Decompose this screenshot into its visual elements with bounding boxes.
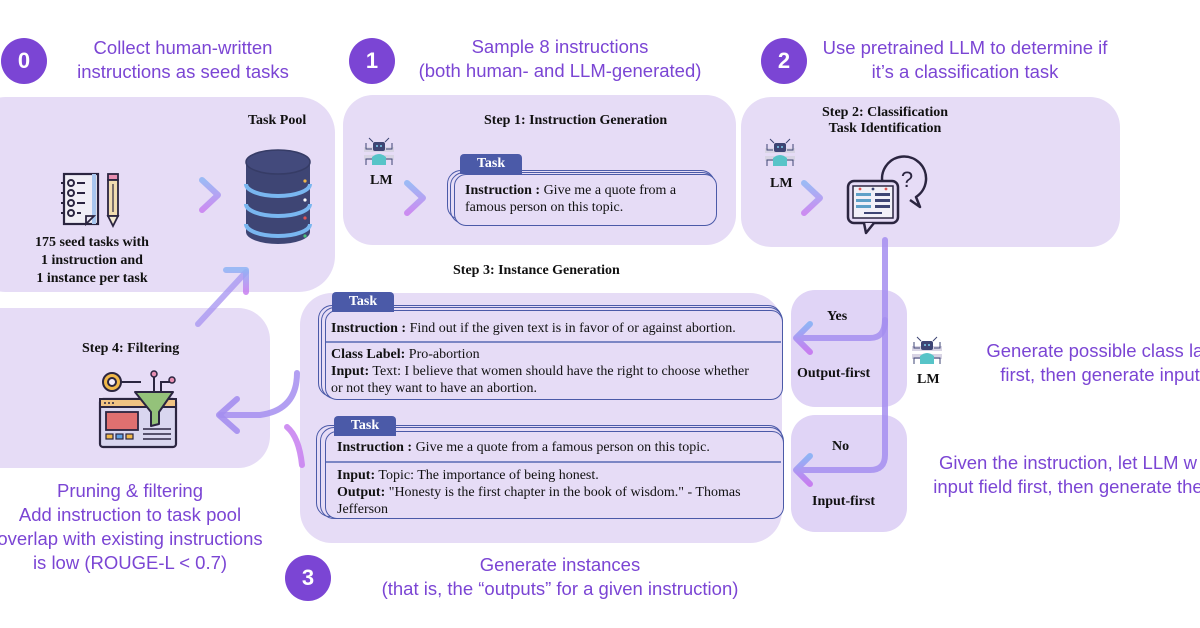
no-branch-caption: Given the instruction, let LLM w input f…	[918, 451, 1200, 499]
input-label: Input:	[337, 468, 376, 483]
instruction-text: Give me a quote from a famous person on …	[415, 440, 710, 455]
step-2-panel	[741, 97, 1120, 247]
arrow-step1-to-step2	[743, 180, 823, 216]
arrow-pool-to-step1	[346, 180, 426, 216]
step-2-title-line-1: Step 2: Classification	[822, 105, 948, 120]
card-a-task-tab: Task	[332, 292, 394, 312]
arrow-instances-to-filter	[216, 370, 305, 468]
yes-caption-line-1: Generate possible class lab	[986, 340, 1200, 361]
seed-tasks-line-2: 1 instruction and	[41, 253, 143, 268]
step-4-caption-line-2: Add instruction to task pool	[18, 504, 242, 525]
class-label-label: Class Label:	[331, 347, 406, 362]
no-caption-line-1: Given the instruction, let LLM w	[938, 452, 1198, 473]
step-1-caption: Sample 8 instructions (both human- and L…	[395, 35, 725, 83]
step-4-caption-line-3: overlap with existing instructions	[0, 528, 263, 549]
step-4-caption: Pruning & filtering Add instruction to t…	[0, 479, 300, 575]
step-2-title-line-2: Task Identification	[828, 121, 942, 136]
step-0-caption: Collect human-written instructions as se…	[58, 36, 308, 84]
card-a-body: Class Label: Pro-abortion Input: Text: I…	[331, 346, 781, 397]
card-b-instruction: Instruction : Give me a quote from a fam…	[337, 439, 777, 456]
instruction-text-line-1: Give me a quote from a	[543, 183, 677, 198]
step-4-caption-line-1: Pruning & filtering	[56, 480, 204, 501]
step-2-caption-line-2: it’s a classification task	[871, 61, 1059, 82]
input-text-line-1: Text: I believe that women should have t…	[372, 364, 749, 379]
step-1-task-tab: Task	[460, 154, 522, 174]
no-caption-line-2: input field first, then generate the	[933, 476, 1200, 497]
card-b-divider	[326, 461, 781, 463]
instruction-label: Instruction :	[465, 183, 541, 198]
step-2-caption-line-1: Use pretrained LLM to determine if	[822, 37, 1108, 58]
step-1-task-card	[454, 174, 717, 226]
step-3-caption-line-2: (that is, the “outputs” for a given inst…	[381, 578, 739, 599]
class-label-text: Pro-abortion	[408, 347, 480, 362]
lm-robot-icon	[364, 137, 394, 165]
classification-question-icon: ?	[846, 155, 928, 235]
step-0-caption-line-1: Collect human-written	[93, 37, 273, 58]
step-1-caption-line-2: (both human- and LLM-generated)	[418, 60, 702, 81]
instruction-text: Find out if the given text is in favor o…	[409, 321, 736, 336]
card-b-task-tab: Task	[334, 416, 396, 436]
task-card-b	[325, 431, 784, 519]
output-text-line-1: "Honesty is the first chapter in the boo…	[388, 485, 741, 500]
output-first-label: Output-first	[797, 366, 871, 381]
step-3-caption-line-1: Generate instances	[479, 554, 641, 575]
card-a-instruction: Instruction : Find out if the given text…	[331, 320, 781, 337]
seed-tasks-line-1: 175 seed tasks with	[35, 235, 149, 250]
instruction-label: Instruction :	[331, 321, 407, 336]
output-text-line-2: Jefferson	[337, 502, 389, 517]
step-2-title: Step 2: Classification Task Identificati…	[822, 105, 948, 137]
step-3-badge: 3	[285, 555, 331, 601]
arrow-seed-to-pool	[141, 177, 221, 213]
step-1-lm-label: LM	[370, 173, 393, 188]
step-2-lm-label: LM	[770, 176, 793, 191]
step-3-caption: Generate instances (that is, the “output…	[355, 553, 765, 601]
lm-robot-icon	[912, 336, 942, 364]
yes-branch-caption: Generate possible class lab first, then …	[960, 339, 1200, 387]
pencil-icon	[106, 173, 120, 229]
input-label: Input:	[331, 364, 370, 379]
input-text: Topic: The importance of being honest.	[378, 468, 599, 483]
card-a-divider	[326, 341, 781, 343]
yes-label: Yes	[827, 309, 848, 324]
step-0-badge: 0	[1, 38, 47, 84]
database-icon	[244, 149, 312, 244]
step-1-title: Step 1: Instruction Generation	[484, 113, 668, 128]
task-card-a	[325, 310, 783, 400]
step-2-caption: Use pretrained LLM to determine if it’s …	[810, 36, 1120, 84]
checklist-icon	[61, 172, 100, 227]
step-2-badge: 2	[761, 38, 807, 84]
lm-robot-icon	[765, 138, 795, 166]
decision-flow-arrows	[793, 237, 888, 487]
step-4-caption-line-4: is low (ROUGE-L < 0.7)	[32, 552, 228, 573]
output-label: Output:	[337, 485, 386, 500]
seed-tasks-text: 175 seed tasks with 1 instruction and 1 …	[22, 234, 162, 288]
step-3-title: Step 3: Instance Generation	[453, 263, 620, 278]
step-1-caption-line-1: Sample 8 instructions	[471, 36, 649, 57]
card-b-body: Input: Topic: The importance of being ho…	[337, 467, 777, 518]
svg-text:?: ?	[901, 167, 913, 192]
arrow-filter-to-pool	[195, 267, 249, 327]
filter-funnel-icon	[98, 370, 178, 449]
step-1-badge: 1	[349, 38, 395, 84]
branch-lm-label: LM	[917, 372, 940, 387]
instruction-text-line-2: famous person on this topic.	[465, 200, 624, 215]
instruction-label: Instruction :	[337, 440, 413, 455]
step-0-caption-line-2: instructions as seed tasks	[77, 61, 289, 82]
yes-caption-line-2: first, then generate input	[1000, 364, 1200, 385]
input-first-label: Input-first	[812, 494, 876, 509]
input-text-line-2: or not they want to have an abortion.	[331, 381, 538, 396]
step-4-title: Step 4: Filtering	[82, 341, 180, 356]
seed-tasks-line-3: 1 instance per task	[36, 271, 148, 286]
task-pool-title: Task Pool	[248, 113, 307, 128]
step-1-instruction: Instruction : Give me a quote from a fam…	[465, 182, 710, 216]
no-label: No	[832, 439, 850, 454]
